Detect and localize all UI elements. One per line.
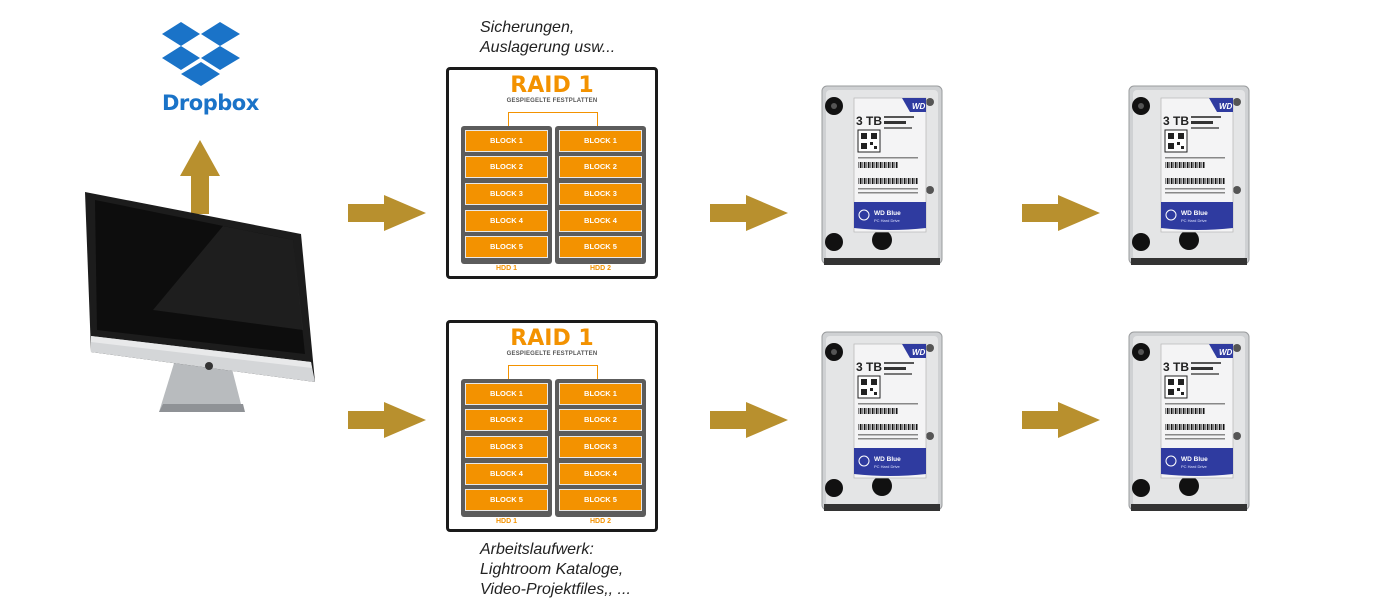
dropbox-label: Dropbox xyxy=(162,91,259,115)
raid-title: RAID 1 xyxy=(510,73,594,98)
raid-block: BLOCK 3 xyxy=(465,436,548,458)
raid-block: BLOCK 4 xyxy=(465,210,548,232)
raid-diagram-top: RAID 1 GESPIEGELTE FESTPLATTEN BLOCK 1 B… xyxy=(446,67,658,279)
raid-block: BLOCK 2 xyxy=(465,409,548,431)
arrow-up-icon xyxy=(180,140,220,214)
raid-block: BLOCK 4 xyxy=(559,463,642,485)
caption-line: Auslagerung usw... xyxy=(480,39,616,56)
hard-drive-icon: 3 TB xyxy=(1127,82,1252,267)
hdd-column-1: BLOCK 1 BLOCK 2 BLOCK 3 BLOCK 4 BLOCK 5 xyxy=(461,379,552,517)
caption-line: Video-Projektfiles,, ... xyxy=(480,581,631,598)
hdd-label-1: HDD 1 xyxy=(495,265,517,272)
raid-block: BLOCK 1 xyxy=(465,130,548,152)
arrow-right-icon xyxy=(348,402,426,438)
caption-bottom: Arbeitslaufwerk: Lightroom Kataloge, Vid… xyxy=(480,540,631,600)
raid-subtitle: GESPIEGELTE FESTPLATTEN xyxy=(506,351,598,357)
raid-block: BLOCK 1 xyxy=(559,130,642,152)
raid-block: BLOCK 2 xyxy=(559,409,642,431)
drive-capacity: 3 TB xyxy=(1163,114,1190,128)
raid-block: BLOCK 1 xyxy=(559,383,642,405)
raid-block: BLOCK 5 xyxy=(465,489,548,511)
arrow-right-icon xyxy=(348,195,426,231)
raid-mirror-bracket xyxy=(508,365,598,380)
hdd-label-1: HDD 1 xyxy=(495,518,517,525)
hdd-label-2: HDD 2 xyxy=(589,518,611,525)
raid-diagram-bottom: RAID 1 GESPIEGELTE FESTPLATTEN BLOCK 1 B… xyxy=(446,320,658,532)
arrow-right-icon xyxy=(1022,195,1100,231)
hard-drive-icon: 3 TB xyxy=(820,328,945,513)
raid-block: BLOCK 3 xyxy=(559,183,642,205)
arrow-right-icon xyxy=(710,402,788,438)
hard-drive-icon: 3 TB xyxy=(1127,328,1252,513)
arrow-right-icon xyxy=(1022,402,1100,438)
raid-block: BLOCK 3 xyxy=(465,183,548,205)
raid-block: BLOCK 1 xyxy=(465,383,548,405)
imac-monitor-icon xyxy=(85,192,315,412)
raid-block: BLOCK 5 xyxy=(559,236,642,258)
drive-capacity: 3 TB xyxy=(856,114,883,128)
caption-line: Sicherungen, xyxy=(480,19,575,36)
drive-capacity: 3 TB xyxy=(856,360,883,374)
raid-block: BLOCK 4 xyxy=(559,210,642,232)
hdd-column-2: BLOCK 1 BLOCK 2 BLOCK 3 BLOCK 4 BLOCK 5 xyxy=(555,126,646,264)
raid-block: BLOCK 2 xyxy=(465,156,548,178)
hard-drive-icon: 3 TB xyxy=(820,82,945,267)
hdd-label-2: HDD 2 xyxy=(589,265,611,272)
dropbox-logo-icon xyxy=(162,22,240,86)
raid-subtitle: GESPIEGELTE FESTPLATTEN xyxy=(506,98,598,104)
raid-mirror-bracket xyxy=(508,112,598,127)
raid-block: BLOCK 5 xyxy=(465,236,548,258)
caption-top: Sicherungen, Auslagerung usw... xyxy=(480,18,615,58)
raid-block: BLOCK 2 xyxy=(559,156,642,178)
hdd-column-2: BLOCK 1 BLOCK 2 BLOCK 3 BLOCK 4 BLOCK 5 xyxy=(555,379,646,517)
caption-line: Lightroom Kataloge, xyxy=(480,561,624,578)
raid-block: BLOCK 5 xyxy=(559,489,642,511)
raid-title: RAID 1 xyxy=(510,326,594,351)
drive-capacity: 3 TB xyxy=(1163,360,1190,374)
raid-block: BLOCK 3 xyxy=(559,436,642,458)
caption-line: Arbeitslaufwerk: xyxy=(480,541,594,558)
arrow-right-icon xyxy=(710,195,788,231)
hdd-column-1: BLOCK 1 BLOCK 2 BLOCK 3 BLOCK 4 BLOCK 5 xyxy=(461,126,552,264)
raid-block: BLOCK 4 xyxy=(465,463,548,485)
